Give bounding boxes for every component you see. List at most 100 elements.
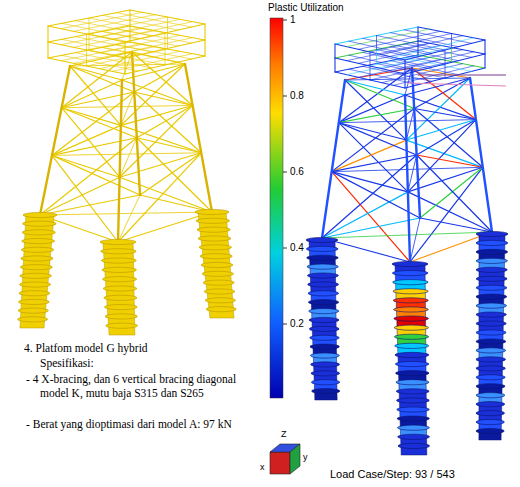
pile-ring [18, 308, 48, 313]
member [86, 34, 87, 50]
member [47, 42, 48, 58]
pile-ring [21, 247, 54, 252]
member [414, 109, 476, 120]
member [112, 54, 192, 72]
pile-ring [476, 249, 508, 254]
member [376, 50, 377, 64]
member [116, 13, 191, 27]
member [52, 155, 120, 177]
member [376, 36, 377, 50]
pile-ring [308, 282, 339, 287]
member [124, 42, 125, 58]
member [40, 212, 212, 215]
member [47, 26, 48, 42]
member [204, 40, 205, 56]
pile-ring [476, 303, 507, 308]
member [345, 80, 406, 140]
pile-ring [476, 330, 506, 335]
member [410, 218, 420, 262]
member [62, 108, 121, 126]
member [334, 58, 335, 72]
pile-ring [396, 371, 429, 376]
member [52, 125, 121, 155]
pile-ring [23, 212, 57, 217]
pile-ring [392, 270, 428, 275]
pile-ring [22, 230, 55, 235]
pile-ring [204, 289, 235, 294]
member [332, 155, 417, 172]
pile-ring [312, 389, 340, 394]
member [185, 64, 212, 212]
member [445, 64, 446, 78]
pile-ring [310, 335, 340, 340]
member [89, 34, 90, 50]
member [339, 109, 414, 123]
tick [283, 324, 287, 325]
member [62, 92, 135, 108]
pile-ring [476, 339, 506, 344]
pile-ring [104, 295, 137, 300]
pile-ring [394, 325, 429, 330]
pile-ring [309, 317, 339, 322]
member [322, 155, 417, 238]
member [451, 48, 452, 62]
pile-ring [394, 334, 428, 339]
member [345, 80, 414, 109]
pile-ring [101, 249, 137, 254]
pile-ring [308, 300, 338, 305]
member [62, 108, 137, 138]
member [62, 108, 120, 177]
pile-ring [395, 361, 429, 366]
member [62, 105, 193, 107]
member [417, 41, 418, 55]
axis-label: x [260, 462, 265, 473]
pile-ring [476, 419, 504, 424]
member [417, 155, 483, 167]
member [445, 50, 446, 64]
member [345, 80, 405, 95]
pile-ring [397, 416, 429, 421]
pile-ring [397, 407, 430, 412]
pile-ring [476, 312, 506, 317]
member [405, 78, 470, 95]
color-bar-ticks [283, 20, 287, 324]
pile-ring [476, 428, 504, 433]
tick [283, 96, 287, 97]
pile-ring [398, 443, 430, 448]
member [165, 33, 166, 49]
pile-ring [396, 380, 429, 385]
member [121, 105, 193, 125]
member [332, 140, 407, 172]
member [390, 33, 458, 47]
pile-ring [200, 254, 232, 259]
pile-ring [307, 264, 338, 269]
scale-value: 0.8 [290, 90, 304, 102]
member [420, 167, 483, 218]
pile-ring [100, 239, 136, 244]
spec-heading: Spesifikasi: [40, 357, 94, 371]
member [420, 218, 492, 232]
member [370, 52, 371, 66]
member [120, 177, 212, 212]
pile-ring [476, 285, 507, 290]
pile-ring [393, 289, 428, 294]
member [167, 33, 168, 49]
tick [283, 20, 287, 21]
pile-ring [476, 276, 507, 281]
member [118, 80, 122, 242]
pile-ring [476, 411, 505, 416]
member [204, 24, 205, 40]
pile-ring [18, 317, 48, 322]
pile-ring [392, 261, 428, 266]
member [470, 78, 492, 232]
pile-ring [21, 256, 53, 261]
pile-ring [102, 267, 137, 272]
pile-ring [476, 393, 505, 398]
pile-ring [306, 246, 338, 251]
member [112, 22, 192, 40]
tick [283, 248, 287, 249]
member [405, 95, 410, 262]
member [417, 120, 476, 155]
member [332, 172, 410, 262]
